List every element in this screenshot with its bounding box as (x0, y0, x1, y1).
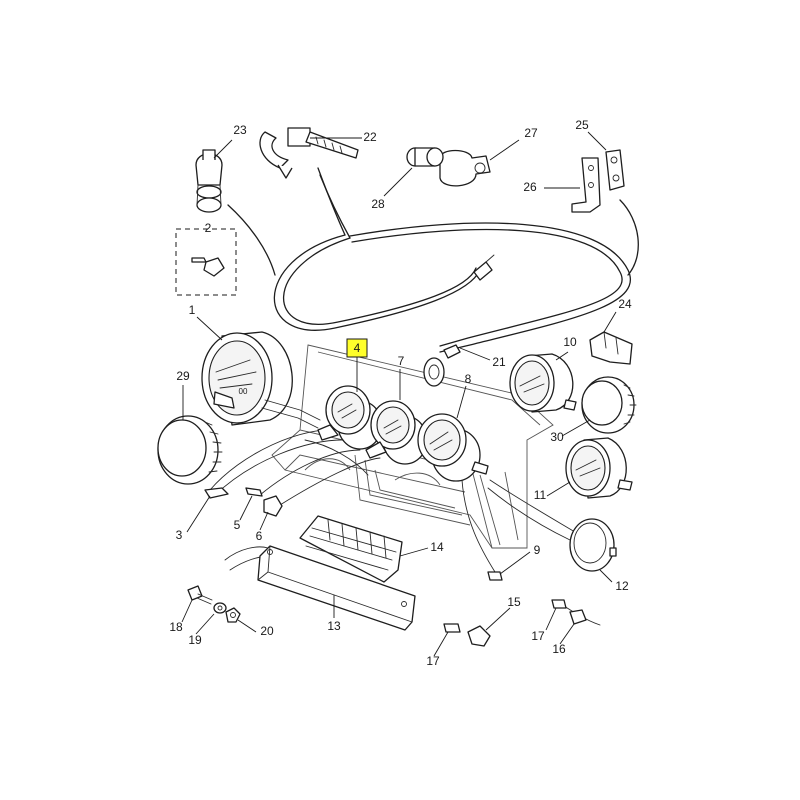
callout-16: 16 (552, 642, 566, 656)
speedometer-cable (227, 167, 639, 353)
callout-22: 22 (363, 130, 377, 144)
leader-lines (181, 131, 617, 657)
callout-20: 20 (260, 624, 274, 638)
bulb-holder-16 (569, 609, 587, 625)
callout-24: 24 (618, 297, 632, 311)
blanking-cap-12 (569, 518, 617, 572)
screw-18 (187, 585, 213, 605)
bezel-ring-30 (581, 376, 637, 434)
grommet-21 (423, 344, 461, 387)
callout-27: 27 (524, 126, 538, 140)
callout-25: 25 (575, 118, 589, 132)
bulb-3 (204, 487, 229, 499)
callout-21: 21 (492, 355, 506, 369)
bulb-9 (487, 571, 503, 581)
plate-25 (605, 149, 625, 191)
callout-13: 13 (327, 619, 341, 633)
bulb-holder-15 (467, 625, 491, 647)
grommet-28 (406, 147, 444, 167)
bezel-ring-29 (157, 415, 223, 485)
callout-4: 4 (354, 341, 361, 355)
callout-23: 23 (233, 123, 247, 137)
callout-5: 5 (234, 518, 241, 532)
callout-17-left: 17 (426, 654, 440, 668)
bulb-17-right (551, 599, 567, 609)
callout-9: 9 (534, 543, 541, 557)
callout-26: 26 (523, 180, 537, 194)
callout-19: 19 (188, 633, 202, 647)
callout-14: 14 (430, 540, 444, 554)
svg-text:00: 00 (239, 387, 248, 396)
gauge-8 (417, 413, 489, 482)
callout-2: 2 (205, 221, 212, 235)
callout-12: 12 (615, 579, 629, 593)
bulb-17-left (443, 623, 461, 633)
callout-29: 29 (176, 369, 190, 383)
callout-8: 8 (465, 372, 472, 386)
bulb-5 (245, 487, 263, 497)
bulb-holder-6 (263, 495, 283, 517)
callout-7: 7 (398, 354, 405, 368)
callout-30: 30 (550, 430, 564, 444)
callout-15: 15 (507, 595, 521, 609)
gauge-11 (565, 437, 633, 499)
callout-17-right: 17 (531, 629, 545, 643)
bulb-holder-2 (191, 257, 225, 277)
clip-24 (589, 331, 633, 365)
gauge-7 (365, 400, 428, 465)
gauge-4 (317, 385, 383, 450)
nut-20 (225, 607, 241, 623)
callout-labels: 1 2 3 4 5 6 7 8 9 10 11 12 13 14 15 16 1… (169, 118, 632, 668)
cable-tie-22 (259, 127, 359, 179)
warning-light-panel-13 (257, 545, 416, 631)
clip-27 (439, 149, 491, 187)
speedometer-gauge: 00 (201, 331, 321, 429)
callout-4-highlight (346, 338, 368, 358)
bracket-26 (571, 157, 601, 213)
callout-28: 28 (371, 197, 385, 211)
callout-6: 6 (256, 529, 263, 543)
washer-19 (213, 602, 227, 614)
detail-box-2 (175, 228, 237, 296)
callout-11: 11 (534, 488, 547, 502)
cable-grommet-23 (195, 149, 223, 213)
wiring-harness (209, 429, 601, 626)
callout-10: 10 (563, 335, 577, 349)
callout-3: 3 (176, 528, 183, 542)
callout-1: 1 (189, 303, 196, 317)
gauge-10 (509, 353, 577, 413)
callout-18: 18 (169, 620, 183, 634)
